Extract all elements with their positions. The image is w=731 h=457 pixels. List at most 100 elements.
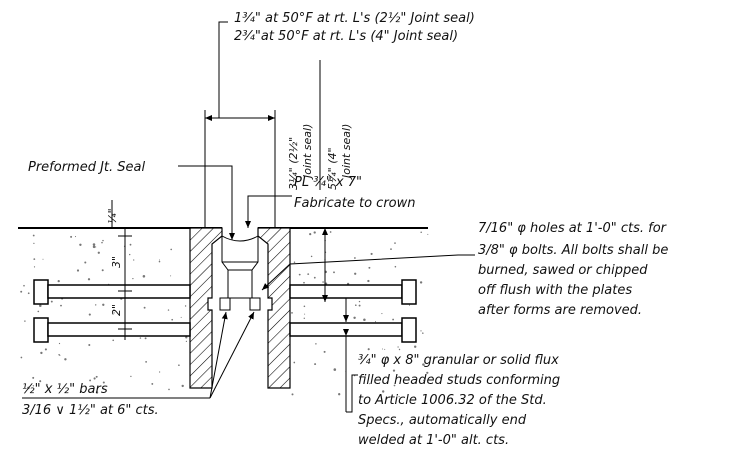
stipple-dot xyxy=(27,386,30,390)
stipple-dot xyxy=(394,242,396,244)
plate-note: Fabricate to crown xyxy=(294,196,416,211)
stipple-dot xyxy=(33,242,35,245)
stipple-dot xyxy=(32,234,35,237)
stipple-dot xyxy=(58,354,60,356)
stipple-dot xyxy=(398,396,400,398)
stipple-dot xyxy=(414,345,417,348)
stipple-dot xyxy=(392,318,395,321)
stipple-dot xyxy=(368,266,371,269)
stipple-dot xyxy=(363,318,366,321)
stipple-dot xyxy=(333,368,337,371)
stipple-dot xyxy=(353,316,356,320)
stipple-dot xyxy=(307,273,310,275)
stipple-dot xyxy=(92,245,96,249)
stipple-dot xyxy=(170,248,173,251)
stipple-dot xyxy=(102,381,105,384)
stipple-dot xyxy=(333,271,335,274)
depth-note-2half-seal: Joint seal) xyxy=(301,124,314,180)
stipple-dot xyxy=(40,351,43,355)
stipple-dot xyxy=(95,375,98,378)
stipple-dot xyxy=(60,304,62,307)
stipple-dot xyxy=(171,318,174,321)
stipple-dot xyxy=(94,304,97,306)
stipple-dot xyxy=(57,279,60,283)
stipple-dot xyxy=(293,361,296,364)
stipple-dot xyxy=(39,304,42,307)
stipple-dot xyxy=(381,348,384,350)
holes-note-line-4: off flush with the plates xyxy=(478,283,632,298)
stipple-dot xyxy=(20,290,23,293)
stipple-dot xyxy=(293,261,296,264)
holes-note-line-3: burned, sawed or chipped xyxy=(478,263,648,278)
stipple-dot xyxy=(367,348,370,351)
depth-note-4-seal: Joint seal) xyxy=(340,124,353,180)
stipple-dot xyxy=(180,316,182,318)
stipple-dot xyxy=(97,251,100,254)
stipple-dot xyxy=(184,305,187,307)
stipple-dot xyxy=(315,343,317,345)
stipple-dot xyxy=(64,358,67,361)
stipple-dot xyxy=(95,246,97,248)
stipple-dot xyxy=(291,393,294,396)
stipple-dot xyxy=(101,269,104,272)
holes-note-line-2: 3/8" φ bolts. All bolts shall be xyxy=(478,243,668,258)
stipple-dot xyxy=(89,379,92,382)
studs-right xyxy=(289,279,417,343)
stipple-dot xyxy=(158,260,161,263)
stipple-dot xyxy=(298,273,301,276)
stipple-dot xyxy=(23,284,25,287)
stipple-dot xyxy=(393,384,396,387)
stipple-dot xyxy=(27,292,30,295)
stipple-dot xyxy=(129,253,131,256)
stipple-dot xyxy=(427,233,429,235)
stipple-dot xyxy=(355,304,357,307)
bars-leaders xyxy=(22,311,255,399)
studs-note-line-5: welded at 1'-0" alt. cts. xyxy=(358,433,509,448)
stipple-dot xyxy=(309,233,312,236)
stipple-dot xyxy=(304,313,306,315)
stipple-dot xyxy=(422,332,424,334)
depth-note-4: 5¼" (4" xyxy=(326,147,339,190)
stipple-dot xyxy=(158,371,161,373)
stipple-dot xyxy=(20,356,23,359)
stipple-dot xyxy=(367,279,370,283)
stipple-dot xyxy=(76,269,80,272)
stipple-dot xyxy=(426,371,429,374)
stipple-dot xyxy=(386,358,388,360)
stipple-dot xyxy=(323,350,326,353)
stipple-dot xyxy=(132,277,134,280)
plate-label: PL ¾" x 7" xyxy=(294,175,362,190)
stipple-dot xyxy=(420,231,422,234)
stipple-dot xyxy=(422,363,425,366)
stipple-dot xyxy=(185,336,188,339)
stipple-dot xyxy=(74,236,77,238)
stipple-dot xyxy=(370,252,373,255)
stipple-dot xyxy=(170,275,172,277)
studs-note-line-4: Specs., automatically end xyxy=(358,413,527,428)
stipple-dot xyxy=(143,306,146,309)
holes-note-line-1: 7/16" φ holes at 1'-0" cts. for xyxy=(478,221,668,236)
stipple-dot xyxy=(32,385,35,387)
stipple-dot xyxy=(374,321,377,323)
stipple-dot xyxy=(382,390,385,393)
opening-dimension xyxy=(204,21,276,228)
dim-three: 3" xyxy=(110,256,123,268)
studs-note-line-1: ¾" φ x 8" granular or solid flux xyxy=(358,353,559,368)
stipple-dot xyxy=(408,304,411,306)
left-plate xyxy=(189,227,223,389)
stipple-dot xyxy=(45,383,48,386)
stipple-dot xyxy=(24,320,26,322)
stipple-dot xyxy=(397,346,399,348)
stipple-dot xyxy=(314,363,317,366)
stipple-dot xyxy=(93,377,96,380)
stipple-dot xyxy=(37,310,40,313)
stipple-dot xyxy=(420,330,422,332)
stipple-dot xyxy=(113,312,115,314)
stipple-dot xyxy=(358,304,361,307)
preformed-seal-label: Preformed Jt. Seal xyxy=(28,160,146,175)
stipple-dot xyxy=(303,305,306,308)
stipple-dot xyxy=(394,265,397,268)
joint-opening-note-2: 2¾"at 50°F at rt. L's (4" Joint seal) xyxy=(234,29,458,44)
stipple-dot xyxy=(313,231,316,234)
stipple-dot xyxy=(144,337,147,340)
